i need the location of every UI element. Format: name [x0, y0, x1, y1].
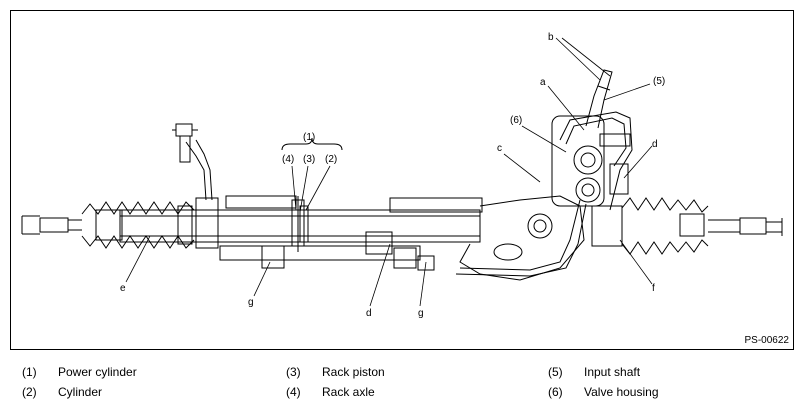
right-tie-rod	[708, 217, 783, 236]
legend-name: Cylinder	[58, 385, 103, 399]
legend-number: (6)	[548, 385, 563, 399]
input-shaft	[585, 69, 613, 129]
label-5: (5)	[653, 76, 665, 87]
label-f: f	[652, 283, 655, 294]
figure-frame	[10, 10, 794, 350]
label-2: (2)	[325, 154, 337, 165]
label-g-left: g	[248, 297, 254, 308]
right-boot	[591, 197, 709, 255]
legend: (1) Power cylinder (2) Cylinder (3) Rack…	[0, 362, 805, 406]
label-a: a	[540, 77, 546, 88]
label-4: (4)	[282, 154, 294, 165]
left-boot	[81, 201, 195, 249]
hose-fitting	[172, 123, 213, 201]
label-b: b	[548, 32, 554, 43]
legend-name: Rack piston	[322, 365, 385, 379]
label-e: e	[120, 283, 126, 294]
legend-name: Input shaft	[584, 365, 641, 379]
label-d-top: d	[652, 139, 658, 150]
legend-number: (1)	[22, 365, 37, 379]
legend-number: (3)	[286, 365, 301, 379]
valve-housing	[459, 115, 631, 281]
hydraulic-pipes	[455, 111, 633, 277]
legend-number: (5)	[548, 365, 563, 379]
left-tie-rod	[21, 215, 82, 235]
label-g-right: g	[418, 308, 424, 319]
figure-id: PS-00622	[744, 335, 789, 346]
leader-lines	[125, 37, 653, 307]
legend-number: (2)	[22, 385, 37, 399]
power-cylinder-bracket	[281, 137, 343, 151]
label-1: (1)	[303, 132, 315, 143]
legend-name: Valve housing	[584, 385, 659, 399]
label-d-bottom: d	[366, 308, 372, 319]
callout-labels: (1) (4) (3) (2) b a (5) (6) c d e f g d …	[120, 32, 665, 319]
label-c: c	[497, 143, 502, 154]
legend-name: Rack axle	[322, 385, 375, 399]
label-6: (6)	[510, 115, 522, 126]
legend-name: Power cylinder	[58, 365, 137, 379]
legend-number: (4)	[286, 385, 301, 399]
label-3: (3)	[303, 154, 315, 165]
